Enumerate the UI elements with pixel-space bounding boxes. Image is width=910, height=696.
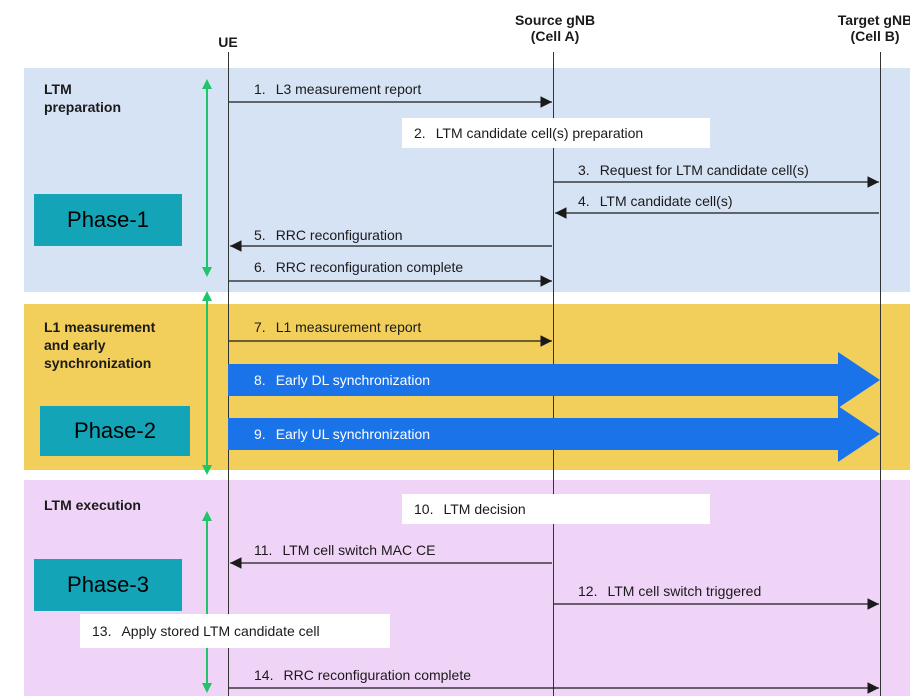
phase-1-title: LTM preparation [44, 81, 122, 115]
msg-10-number: 10. [414, 501, 434, 517]
msg-2-text: LTM candidate cell(s) preparation [435, 125, 644, 141]
msg-9-text: Early UL synchronization [275, 426, 431, 442]
msg-12-label: 12. LTM cell switch triggered [578, 583, 761, 599]
ue-header: UE [218, 34, 238, 50]
phase-3-title: LTM execution [44, 497, 141, 513]
msg-6-number: 6. [254, 259, 266, 275]
msg-10-text: LTM decision [443, 501, 526, 517]
msg-6-text: RRC reconfiguration complete [275, 259, 464, 275]
phase-3-label: Phase-3 [34, 559, 182, 611]
msg-12-text: LTM cell switch triggered [607, 583, 762, 599]
msg-4-label: 4. LTM candidate cell(s) [578, 193, 732, 209]
msg-14-number: 14. [254, 667, 274, 683]
msg-13-text: Apply stored LTM candidate cell [121, 623, 320, 639]
msg-12-number: 12. [578, 583, 598, 599]
msg-10-box: 10. LTM decision [402, 494, 710, 524]
msg-4-text: LTM candidate cell(s) [599, 193, 733, 209]
early-dl-sync-arrow [228, 352, 880, 408]
source-gnb-header: Source gNB (Cell A) [514, 12, 596, 44]
msg-8-text: Early DL synchronization [275, 372, 431, 388]
phase-1-label: Phase-1 [34, 194, 182, 246]
early-ul-sync-arrow [228, 406, 880, 462]
msg-6-label: 6. RRC reconfiguration complete [254, 259, 463, 275]
msg-2-box: 2. LTM candidate cell(s) preparation [402, 118, 710, 148]
msg-4-number: 4. [578, 193, 590, 209]
msg-7-number: 7. [254, 319, 266, 335]
msg-11-text: LTM cell switch MAC CE [282, 542, 436, 558]
msg-9-number: 9. [254, 426, 266, 442]
msg-3-number: 3. [578, 162, 590, 178]
msg-5-label: 5. RRC reconfiguration [254, 227, 403, 243]
msg-14-text: RRC reconfiguration complete [283, 667, 471, 683]
msg-1-label: 1. L3 measurement report [254, 81, 421, 97]
msg-3-label: 3. Request for LTM candidate cell(s) [578, 162, 809, 178]
phase-2-title: L1 measurement and early synchronization [44, 319, 156, 371]
msg-11-label: 11. LTM cell switch MAC CE [254, 542, 435, 558]
msg-2-number: 2. [414, 125, 426, 141]
msg-5-number: 5. [254, 227, 266, 243]
msg-8-label: 8. Early DL synchronization [254, 372, 430, 388]
target-gnb-lifeline [880, 52, 881, 696]
msg-9-label: 9. Early UL synchronization [254, 426, 430, 442]
msg-5-text: RRC reconfiguration [275, 227, 403, 243]
msg-8-number: 8. [254, 372, 266, 388]
phase-2-label: Phase-2 [40, 406, 190, 456]
msg-11-number: 11. [254, 542, 273, 558]
phase-1-band [24, 68, 910, 292]
msg-3-text: Request for LTM candidate cell(s) [599, 162, 809, 178]
msg-7-text: L1 measurement report [275, 319, 422, 335]
msg-7-label: 7. L1 measurement report [254, 319, 421, 335]
msg-1-number: 1. [254, 81, 266, 97]
msg-1-text: L3 measurement report [275, 81, 422, 97]
target-gnb-header: Target gNB (Cell B) [837, 12, 910, 44]
msg-13-number: 13. [92, 623, 112, 639]
msg-14-label: 14. RRC reconfiguration complete [254, 667, 471, 683]
msg-13-box: 13. Apply stored LTM candidate cell [80, 614, 390, 648]
